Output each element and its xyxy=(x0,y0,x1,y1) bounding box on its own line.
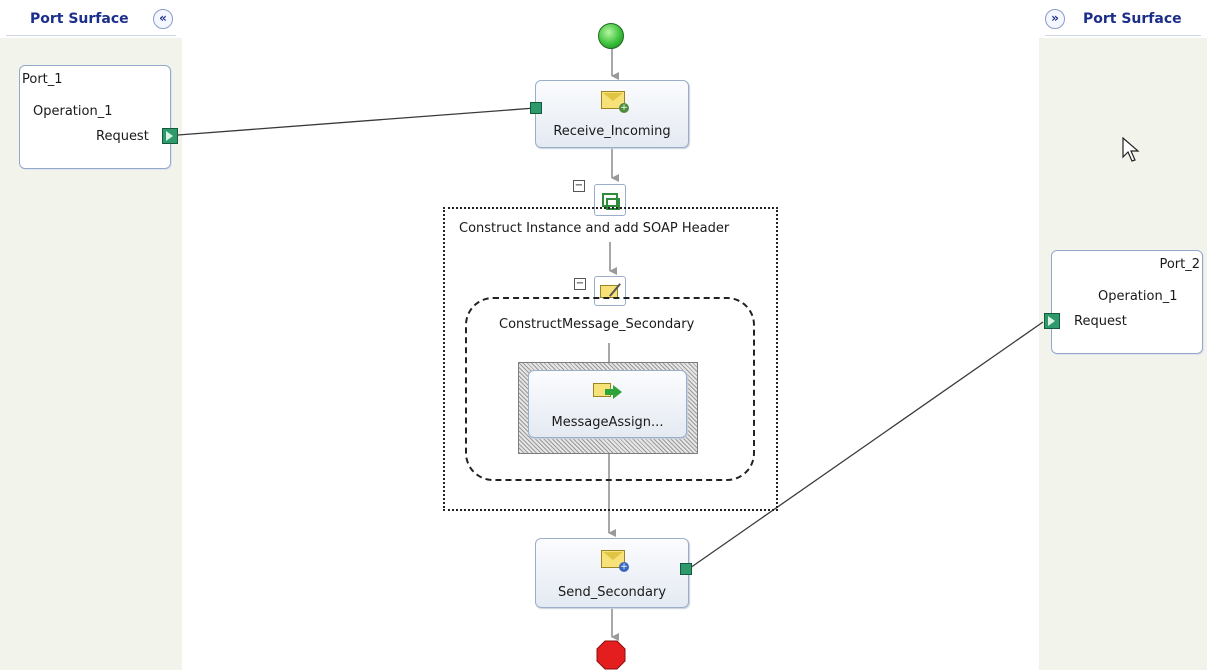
end-octagon-icon xyxy=(596,640,626,670)
port-2-operation: Operation_1 xyxy=(1098,289,1178,304)
send-secondary-label: Send_Secondary xyxy=(557,585,667,600)
message-construct-icon[interactable] xyxy=(594,276,626,306)
message-assign-icon xyxy=(593,381,623,401)
left-port-surface-header: Port Surface « xyxy=(0,0,182,38)
send-port-connector[interactable] xyxy=(680,563,692,575)
receive-port-connector[interactable] xyxy=(530,102,542,114)
receive-incoming-label: Receive_Incoming xyxy=(553,124,671,139)
header-divider xyxy=(6,35,176,36)
port-1-box[interactable]: Port_1 Operation_1 Request xyxy=(19,65,178,169)
receive-envelope-icon: + xyxy=(601,91,629,113)
construct-message-label: ConstructMessage_Secondary xyxy=(499,317,695,332)
header-divider xyxy=(1045,35,1201,36)
port-1-operation: Operation_1 xyxy=(33,104,113,119)
collapse-left-surface-button[interactable]: « xyxy=(153,9,173,29)
collapse-construct-message-button[interactable]: − xyxy=(574,278,586,290)
port-2-request-handle[interactable] xyxy=(1044,313,1060,329)
port-1-request: Request xyxy=(96,129,149,144)
construct-icon[interactable] xyxy=(594,184,626,216)
port-1-name: Port_1 xyxy=(22,72,63,87)
construct-instance-scope[interactable]: Construct Instance and add SOAP Header xyxy=(443,207,778,511)
expand-right-surface-button[interactable]: » xyxy=(1045,9,1065,29)
construct-message-scope[interactable]: ConstructMessage_Secondary xyxy=(465,297,755,481)
left-port-surface: Port Surface « Port_1 Operation_1 Reques… xyxy=(0,0,182,670)
port-1-binding-line xyxy=(177,107,536,136)
construct-scope-label: Construct Instance and add SOAP Header xyxy=(459,221,730,236)
port-2-request: Request xyxy=(1074,314,1127,329)
right-port-surface-title: Port Surface xyxy=(1083,11,1182,27)
send-secondary-shape[interactable]: + Send_Secondary xyxy=(535,538,689,608)
port-2-box[interactable]: Port_2 Operation_1 Request xyxy=(1044,250,1203,354)
mouse-pointer-icon xyxy=(1122,137,1140,162)
port-2-binding-line xyxy=(689,321,1044,569)
message-assign-shape[interactable]: MessageAssign... xyxy=(528,370,687,438)
port-2-name: Port_2 xyxy=(1159,257,1200,272)
start-circle-icon xyxy=(598,23,624,49)
arrow-right-icon xyxy=(166,131,173,141)
port-1-request-handle[interactable] xyxy=(162,128,178,144)
right-port-surface: » Port Surface Port_2 Operation_1 Reques… xyxy=(1039,0,1207,670)
send-envelope-icon: + xyxy=(601,550,629,572)
arrow-right-icon xyxy=(1048,316,1055,326)
collapse-construct-scope-button[interactable]: − xyxy=(573,180,585,192)
left-port-surface-title: Port Surface xyxy=(30,11,129,27)
right-port-surface-header: » Port Surface xyxy=(1039,0,1207,38)
receive-incoming-shape[interactable]: + Receive_Incoming xyxy=(535,80,689,148)
message-assign-label: MessageAssign... xyxy=(551,415,664,430)
